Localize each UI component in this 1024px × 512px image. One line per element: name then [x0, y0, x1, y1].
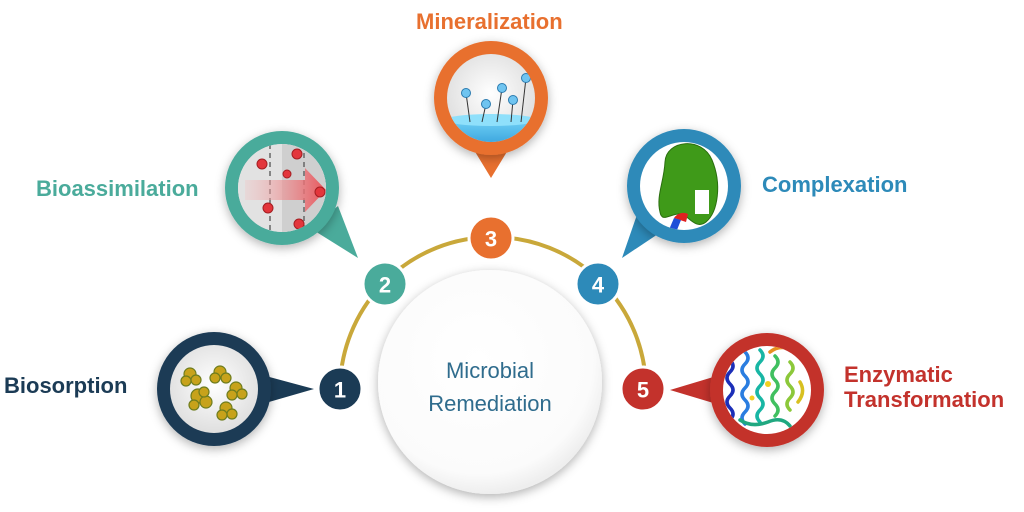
- label-enzymatic-transformation: Enzymatic Transformation: [844, 362, 1004, 413]
- step-marker-5: 5: [619, 365, 667, 413]
- label-enzymatic-line1: Enzymatic: [844, 362, 953, 387]
- step-marker-3: 3: [467, 214, 515, 262]
- step-number-2: 2: [379, 273, 391, 298]
- label-mineralization: Mineralization: [416, 9, 563, 34]
- center-title-line2: Remediation: [428, 391, 552, 416]
- membrane-transport-icon: [238, 144, 326, 232]
- center-circle: [378, 270, 602, 494]
- label-enzymatic-line2: Transformation: [844, 387, 1005, 413]
- center-title: Microbial Remediation: [395, 354, 585, 420]
- bubble-enzymatic-transformation: [670, 333, 824, 447]
- step-number-3: 3: [485, 227, 497, 252]
- bubble-mineralization: [434, 41, 548, 178]
- label-bioassimilation: Bioassimilation: [36, 176, 199, 201]
- step-marker-4: 4: [574, 260, 622, 308]
- step-marker-2: 2: [361, 260, 409, 308]
- step-number-4: 4: [592, 273, 605, 298]
- step-number-1: 1: [334, 378, 346, 403]
- bubble-complexation: [622, 129, 741, 258]
- bubble-bioassimilation: [225, 131, 358, 258]
- label-biosorption: Biosorption: [4, 373, 128, 398]
- cell-complex-icon: [658, 143, 719, 230]
- step-number-5: 5: [637, 378, 649, 403]
- particle-clusters-icon: [180, 365, 248, 421]
- center-title-line1: Microbial: [445, 358, 535, 383]
- step-marker-1: 1: [316, 365, 364, 413]
- bubble-biosorption: [157, 332, 314, 446]
- label-complexation: Complexation: [762, 172, 908, 197]
